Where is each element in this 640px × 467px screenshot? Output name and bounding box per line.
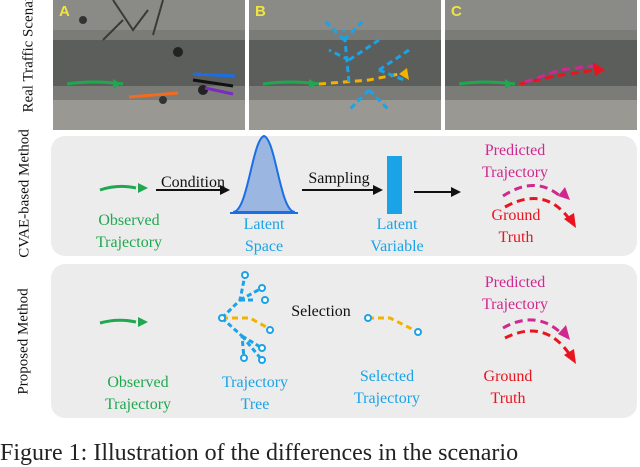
proposed-observed-label: Observed Trajectory [104, 374, 172, 413]
tree-nodes [218, 271, 274, 364]
scenario-photo-a: A [53, 0, 245, 130]
scenario-drawing-c [445, 0, 637, 130]
panel-label-c: C [451, 3, 462, 20]
proposed-predicted-path [502, 318, 561, 334]
proposed-panel [51, 264, 637, 418]
condition-label: Condition [160, 174, 225, 191]
scenario-drawing-a [53, 0, 245, 130]
method-drawings [99, 134, 576, 364]
cvae-observed-stroke [99, 184, 137, 192]
selection-label: Selection [291, 303, 351, 320]
cvae-observed-arrowhead [138, 183, 148, 193]
proposed-ground-truth-path [504, 329, 572, 356]
cvae-observed-label: Observed Trajectory [95, 212, 163, 251]
latent-variable-label: Latent Variable [370, 216, 424, 255]
scenario-photo-c: C [445, 0, 637, 130]
sampling-label: Sampling [308, 170, 370, 187]
latent-distribution [232, 134, 296, 213]
trajectory-tree-label: Trajectory Tree [221, 374, 289, 413]
selected-trajectory-path [368, 316, 419, 334]
cvae-ground-truth-path [504, 197, 572, 221]
proposed-observed-stroke [99, 318, 137, 325]
cvae-ground-truth-label: Ground Truth [491, 207, 541, 246]
scenario-drawing-b [249, 0, 441, 130]
panel-label-b: B [255, 3, 266, 20]
cvae-predicted-path [502, 184, 561, 198]
latent-space-label: Latent Space [243, 216, 285, 255]
cvae-panel [51, 136, 637, 256]
proposed-ground-truth-label: Ground Truth [483, 368, 533, 407]
scenario-photo-b: B [249, 0, 441, 130]
proposed-predicted-label: Predicted Trajectory [481, 274, 549, 313]
cvae-predicted-label: Predicted Trajectory [481, 142, 549, 181]
panel-label-a: A [59, 3, 70, 20]
selected-trajectory-label: Selected Trajectory [353, 368, 421, 407]
latent-variable-bar [387, 156, 402, 214]
